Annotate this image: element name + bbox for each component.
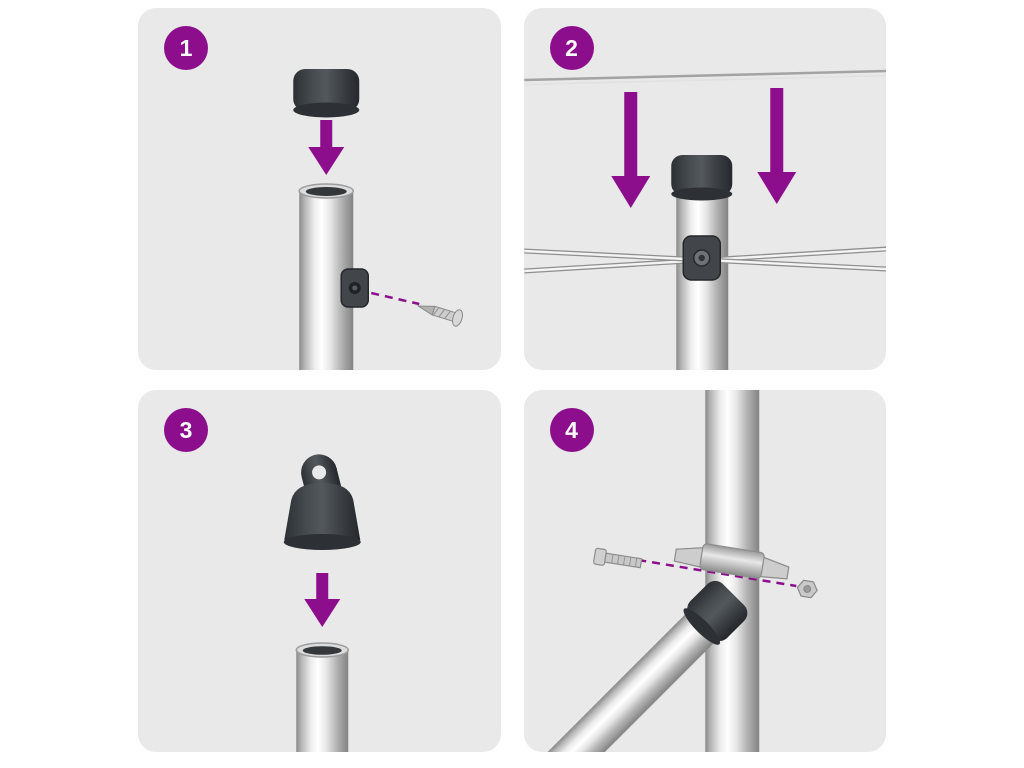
step-2-illustration — [523, 69, 886, 370]
clamp-band — [673, 543, 789, 580]
step-number-badge: 2 — [549, 26, 594, 70]
clamp — [340, 268, 369, 308]
arrow-down-icon — [610, 92, 650, 208]
arrow-down-icon — [304, 573, 341, 627]
step-number: 4 — [565, 416, 578, 443]
guide-dashed-line — [637, 558, 796, 588]
step-number-badge: 1 — [164, 26, 208, 70]
step-number: 1 — [179, 34, 193, 61]
screw — [416, 305, 463, 327]
step-panel-3: 3 — [138, 390, 501, 752]
step-number: 2 — [565, 34, 578, 61]
step-number: 3 — [179, 416, 193, 443]
eyelet-cap — [283, 454, 361, 550]
step-number-badge: 4 — [549, 408, 594, 452]
elbow-connector — [682, 580, 747, 645]
bolt — [592, 547, 642, 569]
end-cap — [670, 155, 732, 201]
step-panel-4: 4 — [523, 390, 886, 752]
arrow-down-icon — [756, 88, 796, 204]
step-1-illustration — [293, 69, 463, 370]
clamp — [682, 235, 721, 281]
steps-grid: 1 — [138, 8, 886, 752]
top-wire — [523, 69, 886, 86]
step-4-illustration — [526, 390, 818, 752]
step-3-illustration — [283, 454, 361, 752]
pole — [675, 196, 728, 370]
step-panel-1: 1 — [138, 8, 501, 370]
guide-dashed-line — [370, 291, 420, 306]
step-panel-2: 2 — [523, 8, 886, 370]
pole — [295, 642, 349, 752]
nut — [796, 579, 818, 599]
arrow-down-icon — [308, 120, 345, 175]
end-cap — [293, 69, 360, 118]
step-number-badge: 3 — [164, 408, 208, 452]
